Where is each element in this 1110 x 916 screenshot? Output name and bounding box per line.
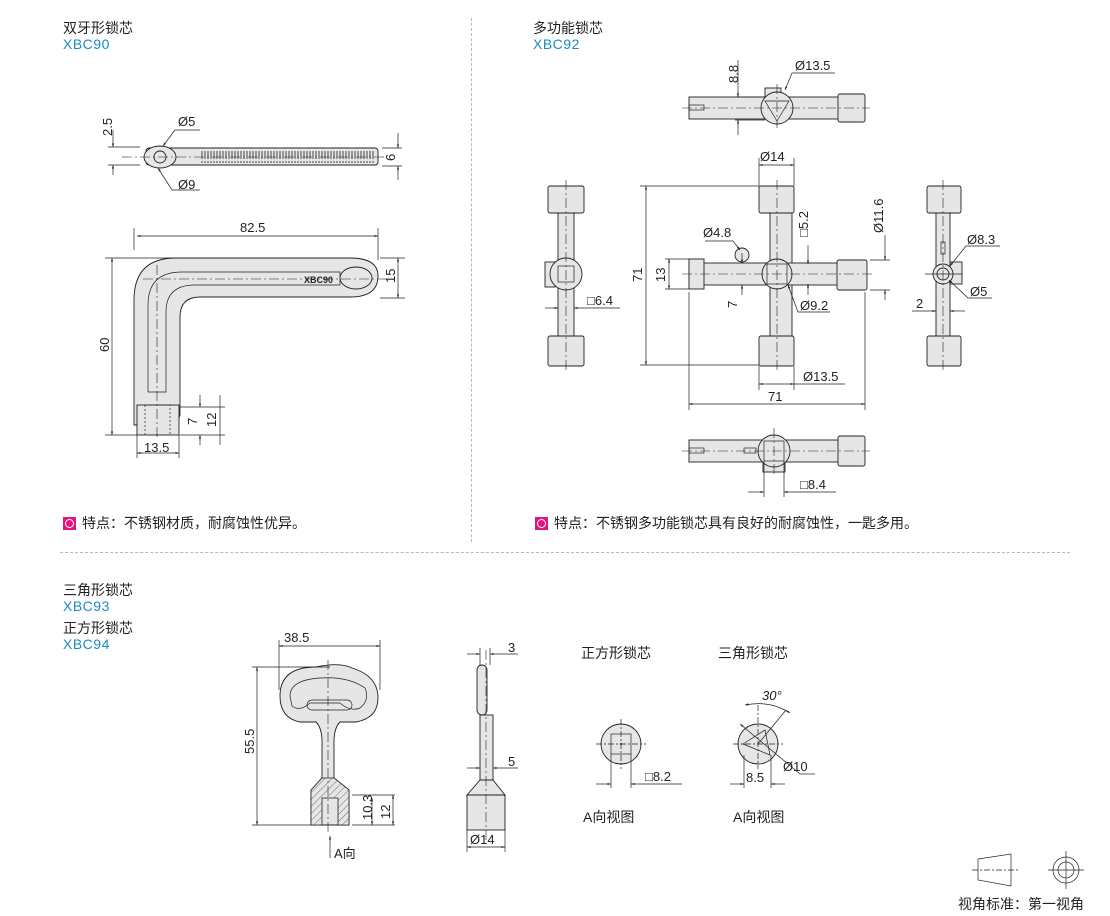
square-view-dim: □8.2: [645, 769, 671, 784]
xbc93-dim-socketdia: Ø14: [470, 832, 495, 847]
xbc90-dim-tip12: 12: [204, 413, 219, 427]
xbc90-name: 双牙形锁芯: [63, 20, 133, 36]
xbc90-dim-thickness: 6: [383, 154, 398, 161]
vertical-divider: [471, 18, 472, 542]
xbc92-top-view: [682, 60, 870, 135]
square-a-view: [596, 719, 682, 788]
first-angle-projection-icon: [972, 851, 1084, 889]
xbc92-dim-offset: 8.8: [726, 65, 741, 83]
xbc92-dim-topdia: Ø13.5: [795, 58, 830, 73]
xbc93-dim-socket: 12: [378, 805, 393, 819]
triangle-view-caption: A向视图: [733, 809, 784, 825]
xbc92-dim-bottom: Ø13.5: [803, 369, 838, 384]
xbc92-dim-sq84: □8.4: [800, 477, 826, 492]
xbc92-feature-text: 特点：不锈钢多功能锁芯具有良好的耐腐蚀性，一匙多用。: [554, 515, 918, 531]
xbc93-key-front: [252, 640, 395, 858]
xbc90-dim-height: 60: [97, 338, 112, 352]
xbc92-dim-2: 2: [916, 296, 923, 311]
xbc90-code: XBC90: [63, 36, 110, 52]
xbc93-dim-shank: 5: [508, 754, 515, 769]
triangle-view-dia: Ø10: [783, 759, 808, 774]
xbc92-bottom-view: [682, 428, 870, 497]
bullet-icon: [63, 516, 76, 530]
xbc92-feature: 特点：不锈钢多功能锁芯具有良好的耐腐蚀性，一匙多用。: [535, 513, 918, 533]
xbc92-dim-sq52: □5.2: [796, 211, 811, 237]
xbc93-name: 三角形锁芯: [63, 582, 133, 598]
xbc92-dim-116: Ø11.6: [871, 199, 886, 233]
xbc90-dim-offset: 2.5: [100, 118, 115, 136]
xbc94-name: 正方形锁芯: [63, 620, 133, 636]
xbc93-dim-width: 38.5: [284, 630, 309, 645]
triangle-view-angle: 30°: [762, 688, 782, 703]
xbc90-dim-head: 15: [383, 269, 398, 283]
xbc93-direction: A向: [334, 846, 356, 861]
xbc90-dim-tip7: 7: [185, 418, 200, 425]
xbc92-dim-13: 13: [653, 268, 668, 282]
xbc90-dim-length: 82.5: [240, 220, 265, 235]
bullet-icon: [535, 516, 548, 530]
xbc93-dim-inner: 10.3: [360, 795, 375, 820]
xbc90-l-key: [105, 228, 405, 458]
xbc93-dim-blade: 3: [508, 640, 515, 655]
xbc92-dim-pin: Ø4.8: [703, 225, 731, 240]
xbc90-tip: [136, 404, 180, 436]
xbc93-dim-height: 55.5: [242, 729, 257, 754]
xbc90-dim-d9: Ø9: [178, 177, 195, 192]
square-view-title: 正方形锁芯: [581, 645, 651, 661]
xbc92-name: 多功能锁芯: [533, 20, 603, 36]
square-view-caption: A向视图: [583, 809, 634, 825]
horizontal-divider: [60, 552, 1070, 553]
xbc90-engraving: XBC90: [304, 275, 333, 285]
xbc92-left-view: [544, 180, 620, 370]
xbc93-key-side: [466, 648, 518, 852]
xbc92-dim-hub: Ø9.2: [800, 298, 828, 313]
triangle-view-width: 8.5: [746, 770, 764, 785]
projection-label: 视角标准：第一视角: [958, 896, 1084, 912]
xbc94-code: XBC94: [63, 636, 110, 652]
xbc90-feature-text: 特点：不锈钢材质，耐腐蚀性优异。: [82, 515, 306, 531]
xbc90-top-view: [108, 129, 402, 191]
xbc90-teeth: [200, 150, 375, 163]
triangle-view-title: 三角形锁芯: [718, 645, 788, 661]
xbc90-dim-tipwidth: 13.5: [144, 440, 169, 455]
xbc92-dim-overall-w: 71: [768, 389, 782, 404]
xbc92-dim-sq64: □6.4: [587, 293, 613, 308]
xbc90-groove: [147, 271, 341, 393]
xbc92-dim-overall-h: 71: [630, 268, 645, 282]
xbc92-code: XBC92: [533, 36, 580, 52]
xbc92-dim-5: Ø5: [970, 284, 987, 299]
xbc92-dim-7: 7: [725, 301, 740, 308]
xbc92-dim-arm: Ø14: [760, 149, 785, 164]
xbc90-head-hole: [339, 266, 373, 290]
xbc92-cross: [640, 158, 890, 410]
triangle-a-view: [730, 703, 815, 788]
xbc90-dim-d5: Ø5: [178, 114, 195, 129]
xbc92-dim-83: Ø8.3: [967, 232, 995, 247]
xbc90-feature: 特点：不锈钢材质，耐腐蚀性优异。: [63, 513, 306, 533]
xbc93-code: XBC93: [63, 598, 110, 614]
xbc92-right-view: [912, 180, 1000, 370]
